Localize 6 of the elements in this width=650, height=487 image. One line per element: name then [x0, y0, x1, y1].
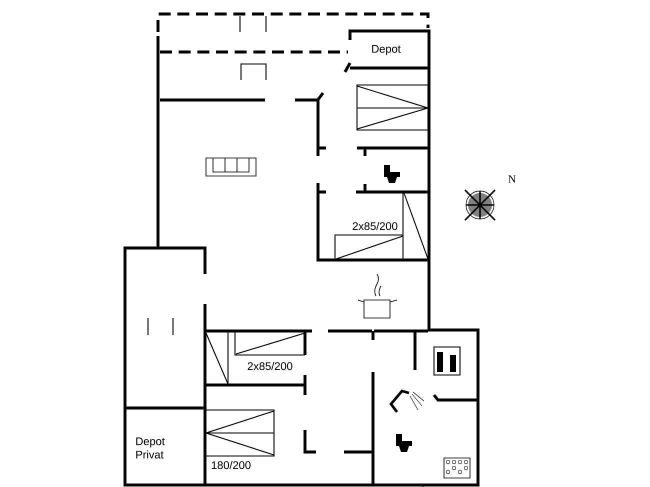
room-label: 2x85/200: [248, 362, 292, 370]
room-label: N: [508, 175, 516, 183]
room-label: 180/200: [212, 460, 251, 470]
room-label: Depot: [372, 45, 401, 55]
room-label: 2x85/200: [352, 222, 398, 230]
room-label: Depot Privat: [136, 437, 165, 459]
